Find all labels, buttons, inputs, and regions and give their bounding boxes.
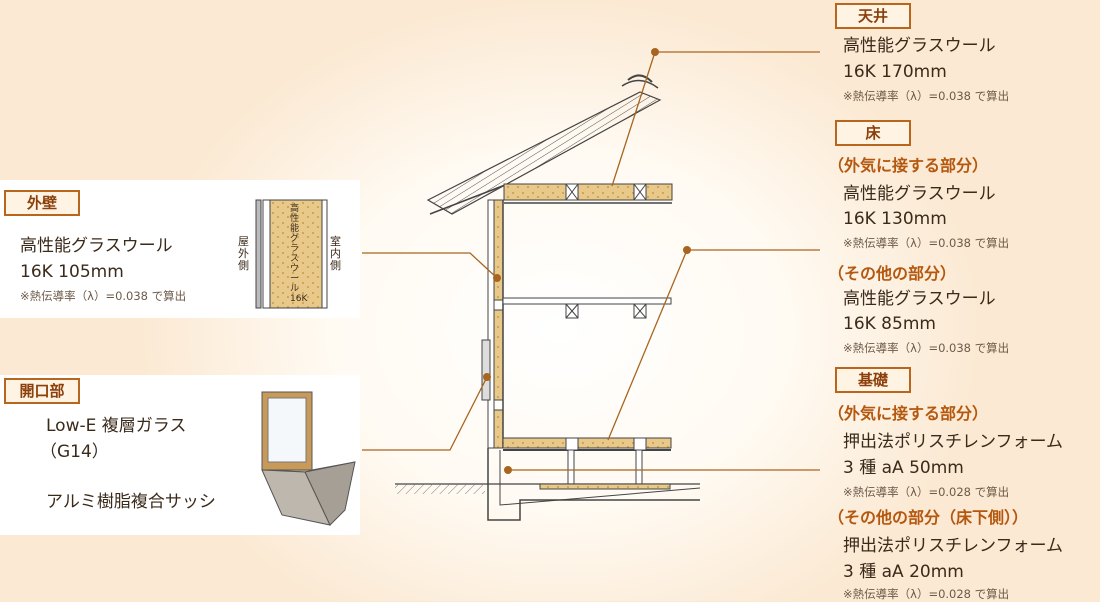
wall-label-outside: 屋外側 — [238, 235, 249, 272]
ceiling-material-line1: 高性能グラスウール — [843, 36, 996, 56]
wall-material-line1: 高性能グラスウール — [20, 236, 173, 256]
foundation-exterior-sub: （外気に接する部分） — [828, 404, 989, 423]
floor-exterior-note: ※熱伝導率（λ）=0.038 で算出 — [843, 236, 1010, 250]
wall-insulation-text: 高性能グラスウール16K — [290, 204, 308, 304]
foundation-exterior-note: ※熱伝導率（λ）=0.028 で算出 — [843, 485, 1010, 499]
wall-note: ※熱伝導率（λ）=0.038 で算出 — [20, 289, 187, 303]
exterior-wall — [481, 199, 504, 449]
wall-label-inside: 室内側 — [330, 235, 341, 272]
floor-other-sub: （その他の部分） — [828, 264, 957, 283]
foundation-exterior-line1: 押出法ポリスチレンフォーム — [843, 432, 1063, 452]
foundation-exterior-line2: 3 種 aA 50mm — [843, 458, 964, 478]
ceiling-material-line2: 16K 170mm — [843, 62, 947, 82]
opening-sash: アルミ樹脂複合サッシ — [46, 492, 216, 512]
foundation-other-note: ※熱伝導率（λ）=0.028 で算出 — [843, 587, 1010, 601]
foundation-other-line1: 押出法ポリスチレンフォーム — [843, 536, 1063, 556]
opening-glass-line2: （G14） — [40, 442, 109, 462]
floor-insulation — [502, 437, 672, 485]
leader-dots — [483, 48, 691, 474]
ceiling-tag: 天井 — [835, 3, 911, 29]
floor-exterior-line1: 高性能グラスウール — [843, 184, 996, 204]
opening-glass-line1: Low-E 複層ガラス — [46, 416, 187, 436]
wall-tag: 外壁 — [4, 190, 80, 216]
foundation-other-line2: 3 種 aA 20mm — [843, 562, 964, 582]
floor-exterior-line2: 16K 130mm — [843, 209, 947, 229]
ceiling-insulation — [503, 183, 673, 204]
foundation-tag: 基礎 — [835, 367, 911, 393]
wall-material-line2: 16K 105mm — [20, 262, 124, 282]
foundation-other-sub: （その他の部分（床下側）） — [828, 508, 1029, 527]
leader-lines — [362, 51, 820, 471]
ceiling-note: ※熱伝導率（λ）=0.038 で算出 — [843, 89, 1010, 103]
wall-detail — [255, 199, 328, 309]
opening-tag: 開口部 — [4, 378, 80, 404]
floor-other-line1: 高性能グラスウール — [843, 289, 996, 309]
upper-floor — [502, 297, 672, 319]
floor-other-line2: 16K 85mm — [843, 314, 936, 334]
foundation — [395, 448, 701, 521]
window-sash — [261, 391, 356, 526]
floor-exterior-sub: （外気に接する部分） — [828, 156, 989, 175]
floor-tag: 床 — [835, 120, 911, 146]
floor-other-note: ※熱伝導率（λ）=0.038 で算出 — [843, 341, 1010, 355]
